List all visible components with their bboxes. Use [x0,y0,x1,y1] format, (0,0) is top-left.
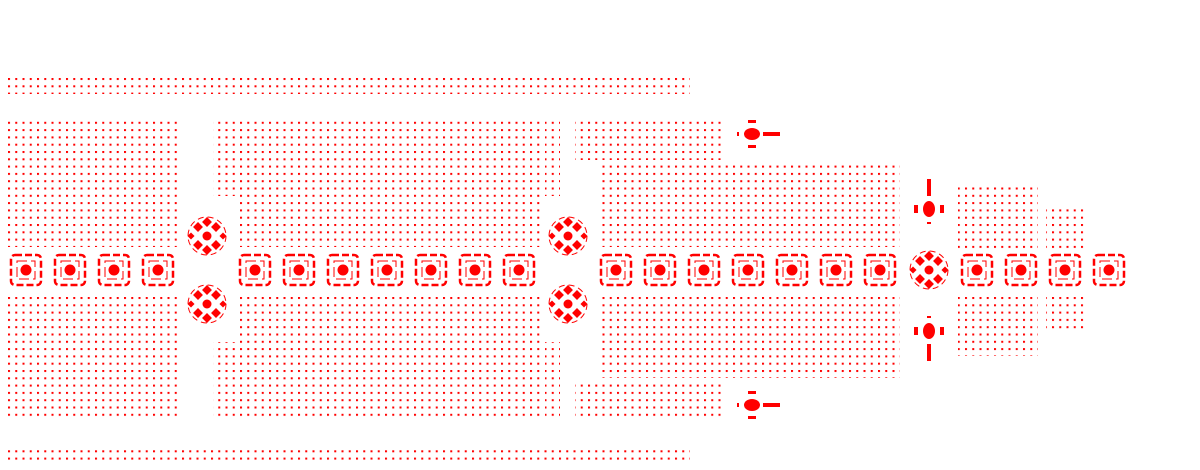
square-node [1048,253,1082,287]
dot-grid [8,296,182,420]
dot-grid [237,296,540,342]
dot-grid [598,296,900,378]
square-node [53,253,87,287]
dot-grid [598,163,900,247]
square-node [775,253,809,287]
dot-grid [237,196,540,247]
cross-marker [914,316,944,361]
cross-marker [737,391,780,419]
dot-grid [8,120,182,247]
square-node [863,253,897,287]
square-node [1092,253,1126,287]
dot-grid [545,120,560,196]
square-node [731,253,765,287]
dot-grid [958,296,1038,356]
square-node [97,253,131,287]
dot-grid [213,120,540,196]
dot-grid [575,380,722,420]
round-node [187,284,227,324]
square-node [960,253,994,287]
node-row [9,216,1126,324]
cross-marker [914,179,944,224]
dot-grid [8,447,690,463]
square-node [414,253,448,287]
round-node [909,250,949,290]
square-node [1004,253,1038,287]
square-node [370,253,404,287]
square-node [326,253,360,287]
dot-grid [213,342,540,420]
round-node [548,284,588,324]
round-node [548,216,588,256]
cross-marker [737,120,780,148]
dot-grid [575,120,722,160]
round-node [187,216,227,256]
dot-grid-regions [8,78,1084,463]
square-node [599,253,633,287]
dot-grid [1046,296,1084,333]
square-node [819,253,853,287]
dot-grid [1046,208,1084,250]
square-node [687,253,721,287]
dot-grid [545,342,560,420]
square-node [458,253,492,287]
dot-grid [8,78,690,94]
square-node [282,253,316,287]
square-node [141,253,175,287]
square-node [643,253,677,287]
dot-grid [958,185,1038,250]
square-node [502,253,536,287]
cross-markers [737,120,944,419]
square-node [9,253,43,287]
square-node [238,253,272,287]
